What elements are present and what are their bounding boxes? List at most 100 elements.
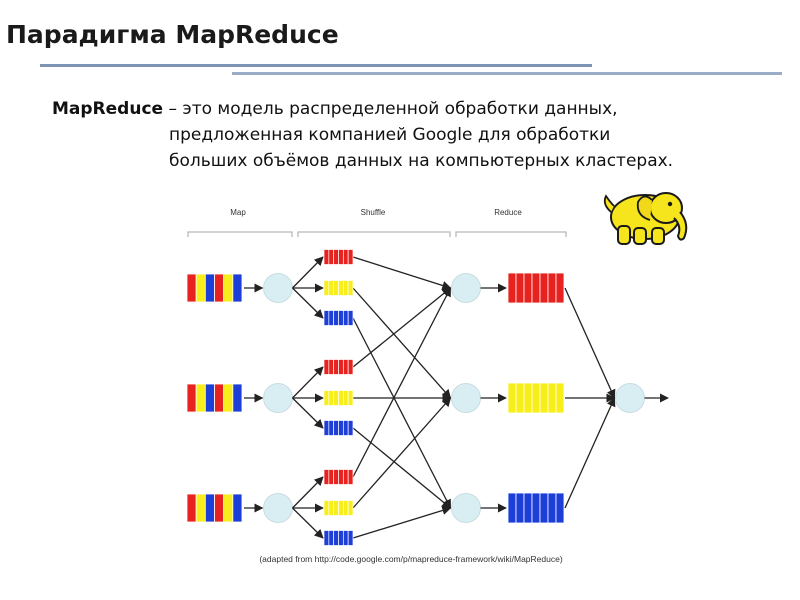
partition-cell-blue xyxy=(339,311,344,326)
mapper xyxy=(187,250,353,326)
partition-cell-yellow xyxy=(329,501,334,516)
input-record-cell xyxy=(224,494,233,522)
input-record-cell xyxy=(205,494,214,522)
input-record-cell xyxy=(187,384,196,412)
partition-cell-red xyxy=(334,360,339,375)
partition-cell-yellow xyxy=(343,391,348,406)
input-record-cell xyxy=(196,274,205,302)
reduce-output-cell-red xyxy=(548,273,556,303)
input-record-cell xyxy=(224,274,233,302)
reduce-output-cell-red xyxy=(508,273,516,303)
input-record-cell xyxy=(233,384,242,412)
partition-cell-blue xyxy=(339,421,344,436)
merge-arrow xyxy=(565,288,615,398)
reduce-output-cell-blue xyxy=(532,493,540,523)
partition-cell-red xyxy=(343,250,348,265)
reduce-output-cell-blue xyxy=(508,493,516,523)
phase-label-shuffle: Shuffle xyxy=(361,208,386,217)
partition-cell-yellow xyxy=(329,281,334,296)
partition-cell-yellow xyxy=(348,281,353,296)
partition-cell-yellow xyxy=(343,501,348,516)
reduce-output-cell-yellow xyxy=(556,383,564,413)
map-node xyxy=(264,494,293,523)
partition-cell-blue xyxy=(324,311,329,326)
reduce-output-cell-blue xyxy=(540,493,548,523)
partition-cell-blue xyxy=(348,531,353,546)
partition-cell-red xyxy=(348,360,353,375)
reduce-output-cell-yellow xyxy=(524,383,532,413)
partition-cell-red xyxy=(324,470,329,485)
reduce-output-cell-red xyxy=(540,273,548,303)
reduce-node xyxy=(452,384,481,413)
partition-cell-yellow xyxy=(339,281,344,296)
partition-cell-blue xyxy=(343,421,348,436)
map-bracket xyxy=(188,232,292,237)
phase-label-map: Map xyxy=(230,208,246,217)
partition-cell-red xyxy=(343,360,348,375)
hadoop-elephant-icon xyxy=(605,193,686,244)
partition-cell-yellow xyxy=(348,501,353,516)
reduce-output-cell-red xyxy=(516,273,524,303)
phase-brackets xyxy=(188,232,566,237)
reduce-output-cell-yellow xyxy=(548,383,556,413)
partition-arrow xyxy=(293,257,324,288)
partition-cell-blue xyxy=(339,531,344,546)
shuffle-arrow xyxy=(353,288,451,477)
reduce-output-cell-blue xyxy=(524,493,532,523)
input-record-cell xyxy=(215,274,224,302)
reduce-node xyxy=(452,494,481,523)
partition-cell-red xyxy=(329,360,334,375)
reduce-side xyxy=(452,273,669,523)
reducer-blue xyxy=(452,398,615,523)
input-record-cell xyxy=(205,384,214,412)
partition-cell-yellow xyxy=(334,501,339,516)
partition-cell-red xyxy=(348,470,353,485)
partition-cell-blue xyxy=(324,421,329,436)
partition-cell-red xyxy=(334,250,339,265)
partition-cell-red xyxy=(339,470,344,485)
shuffle-arrow xyxy=(353,508,451,538)
input-record-cell xyxy=(187,494,196,522)
reduce-output-cell-yellow xyxy=(508,383,516,413)
partition-cell-blue xyxy=(324,531,329,546)
mapper xyxy=(187,360,353,436)
partition-cell-red xyxy=(339,360,344,375)
partition-arrow xyxy=(293,477,324,508)
partition-cell-red xyxy=(339,250,344,265)
partition-cell-yellow xyxy=(334,281,339,296)
partition-cell-blue xyxy=(334,531,339,546)
reduce-output-cell-blue xyxy=(548,493,556,523)
partition-cell-blue xyxy=(329,531,334,546)
input-record-cell xyxy=(205,274,214,302)
partition-cell-red xyxy=(348,250,353,265)
shuffle-edges xyxy=(353,257,451,538)
partition-cell-yellow xyxy=(324,281,329,296)
partition-cell-yellow xyxy=(324,391,329,406)
partition-cell-blue xyxy=(343,531,348,546)
shuffle-arrow xyxy=(353,288,451,367)
map-side xyxy=(187,250,353,546)
partition-cell-yellow xyxy=(339,501,344,516)
partition-cell-red xyxy=(324,360,329,375)
reduce-output-cell-red xyxy=(524,273,532,303)
partition-cell-yellow xyxy=(343,281,348,296)
partition-arrow xyxy=(293,367,324,398)
partition-arrow xyxy=(293,398,324,428)
partition-cell-red xyxy=(334,470,339,485)
shuffle-arrow xyxy=(353,398,451,508)
input-record-cell xyxy=(196,494,205,522)
reduce-output-cell-red xyxy=(556,273,564,303)
partition-cell-yellow xyxy=(334,391,339,406)
partition-cell-blue xyxy=(334,421,339,436)
input-record-cell xyxy=(196,384,205,412)
input-record-cell xyxy=(233,494,242,522)
shuffle-arrow xyxy=(353,428,451,508)
reduce-output-cell-blue xyxy=(516,493,524,523)
input-record-cell xyxy=(233,274,242,302)
merge-arrow xyxy=(565,398,615,508)
partition-cell-red xyxy=(329,250,334,265)
partition-cell-red xyxy=(324,250,329,265)
input-record-cell xyxy=(187,274,196,302)
partition-cell-blue xyxy=(343,311,348,326)
